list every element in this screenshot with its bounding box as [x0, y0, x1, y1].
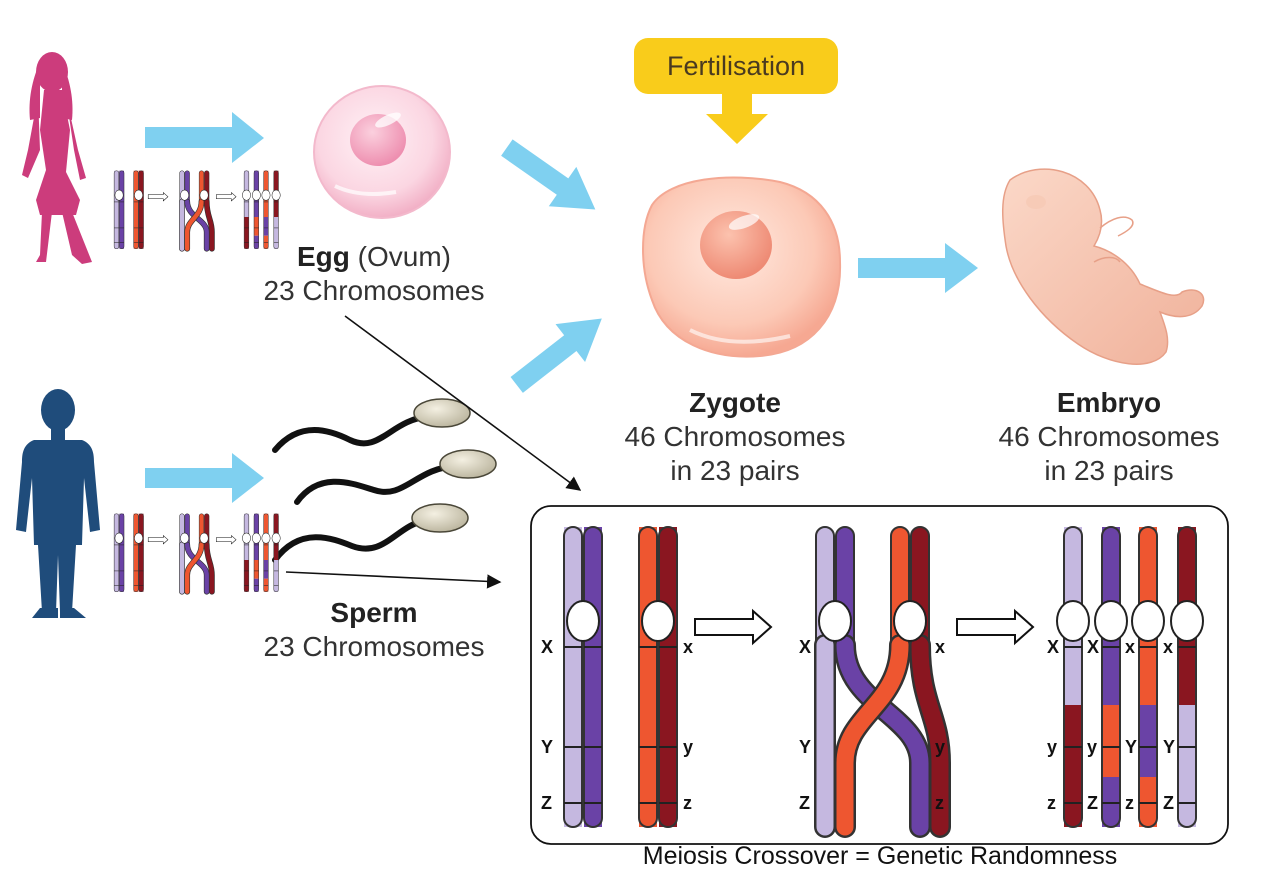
- embryo-figure: [1001, 168, 1205, 365]
- locus-label: Z: [541, 793, 552, 813]
- locus-label: z: [935, 793, 944, 813]
- locus-label: z: [1125, 793, 1134, 813]
- locus-label: y: [1047, 737, 1057, 757]
- locus-label: Y: [799, 737, 811, 757]
- woman-to-egg-arrow: [145, 112, 264, 163]
- locus-label: y: [1087, 737, 1097, 757]
- locus-label: X: [541, 637, 553, 657]
- egg-label: Egg (Ovum) 23 Chromosomes: [240, 240, 508, 308]
- zygote-to-embryo-arrow: [858, 243, 978, 293]
- sperm-to-zygote-arrow: [510, 318, 602, 393]
- embryo-label: Embryo 46 Chromosomes in 23 pairs: [968, 386, 1250, 488]
- locus-label: X: [799, 637, 811, 657]
- locus-label: z: [683, 793, 692, 813]
- locus-label: Z: [1163, 793, 1174, 813]
- embryo-pairs: in 23 pairs: [1044, 455, 1174, 486]
- female-silhouette: [22, 52, 92, 264]
- flow-arrows: [145, 112, 978, 503]
- egg-pointer-line: [344, 315, 582, 491]
- egg-chromosome-count: 23 Chromosomes: [263, 275, 485, 306]
- sperm-cells: [272, 398, 497, 563]
- egg-to-zygote-arrow: [501, 139, 596, 210]
- locus-label: Y: [541, 737, 553, 757]
- locus-label: X: [1047, 637, 1059, 657]
- man-to-sperm-arrow: [145, 453, 264, 503]
- meiosis-inset-box: [530, 505, 1229, 845]
- embryo-chromosome-count: 46 Chromosomes: [998, 421, 1220, 452]
- sperm-name: Sperm: [330, 597, 418, 628]
- locus-label: x: [1163, 637, 1173, 657]
- male-mini-crossover: [113, 513, 281, 595]
- locus-label: Z: [799, 793, 810, 813]
- embryo-name: Embryo: [1056, 387, 1162, 418]
- fertilisation-arrow: [706, 94, 768, 144]
- meiosis-caption: Meiosis Crossover = Genetic Randomness: [642, 842, 1118, 870]
- locus-label: y: [683, 737, 693, 757]
- egg-name: Egg: [297, 241, 350, 272]
- sperm-label: Sperm 23 Chromosomes: [236, 596, 512, 664]
- locus-label: y: [935, 737, 945, 757]
- zygote-label: Zygote 46 Chromosomes in 23 pairs: [594, 386, 876, 488]
- female-mini-crossover: [113, 170, 281, 252]
- sperm-cell: [272, 503, 469, 563]
- sperm-chromosome-count: 23 Chromosomes: [263, 631, 485, 662]
- zygote-chromosome-count: 46 Chromosomes: [624, 421, 846, 452]
- zygote-cell: [642, 176, 842, 358]
- sperm-cell: [294, 449, 497, 505]
- locus-label: X: [1087, 637, 1099, 657]
- egg-cell: [313, 85, 451, 219]
- egg-qualifier: (Ovum): [357, 241, 451, 272]
- locus-label: Z: [1087, 793, 1098, 813]
- locus-label: z: [1047, 793, 1056, 813]
- fertilisation-badge: Fertilisation: [634, 38, 838, 94]
- zygote-pairs: in 23 pairs: [670, 455, 800, 486]
- locus-label: x: [935, 637, 945, 657]
- male-silhouette: [16, 389, 100, 618]
- locus-label: x: [1125, 637, 1135, 657]
- sperm-pointer-line: [285, 571, 502, 589]
- zygote-name: Zygote: [689, 387, 781, 418]
- locus-label: x: [683, 637, 693, 657]
- sperm-cell: [272, 398, 471, 453]
- locus-label: Y: [1163, 737, 1175, 757]
- locus-label: Y: [1125, 737, 1137, 757]
